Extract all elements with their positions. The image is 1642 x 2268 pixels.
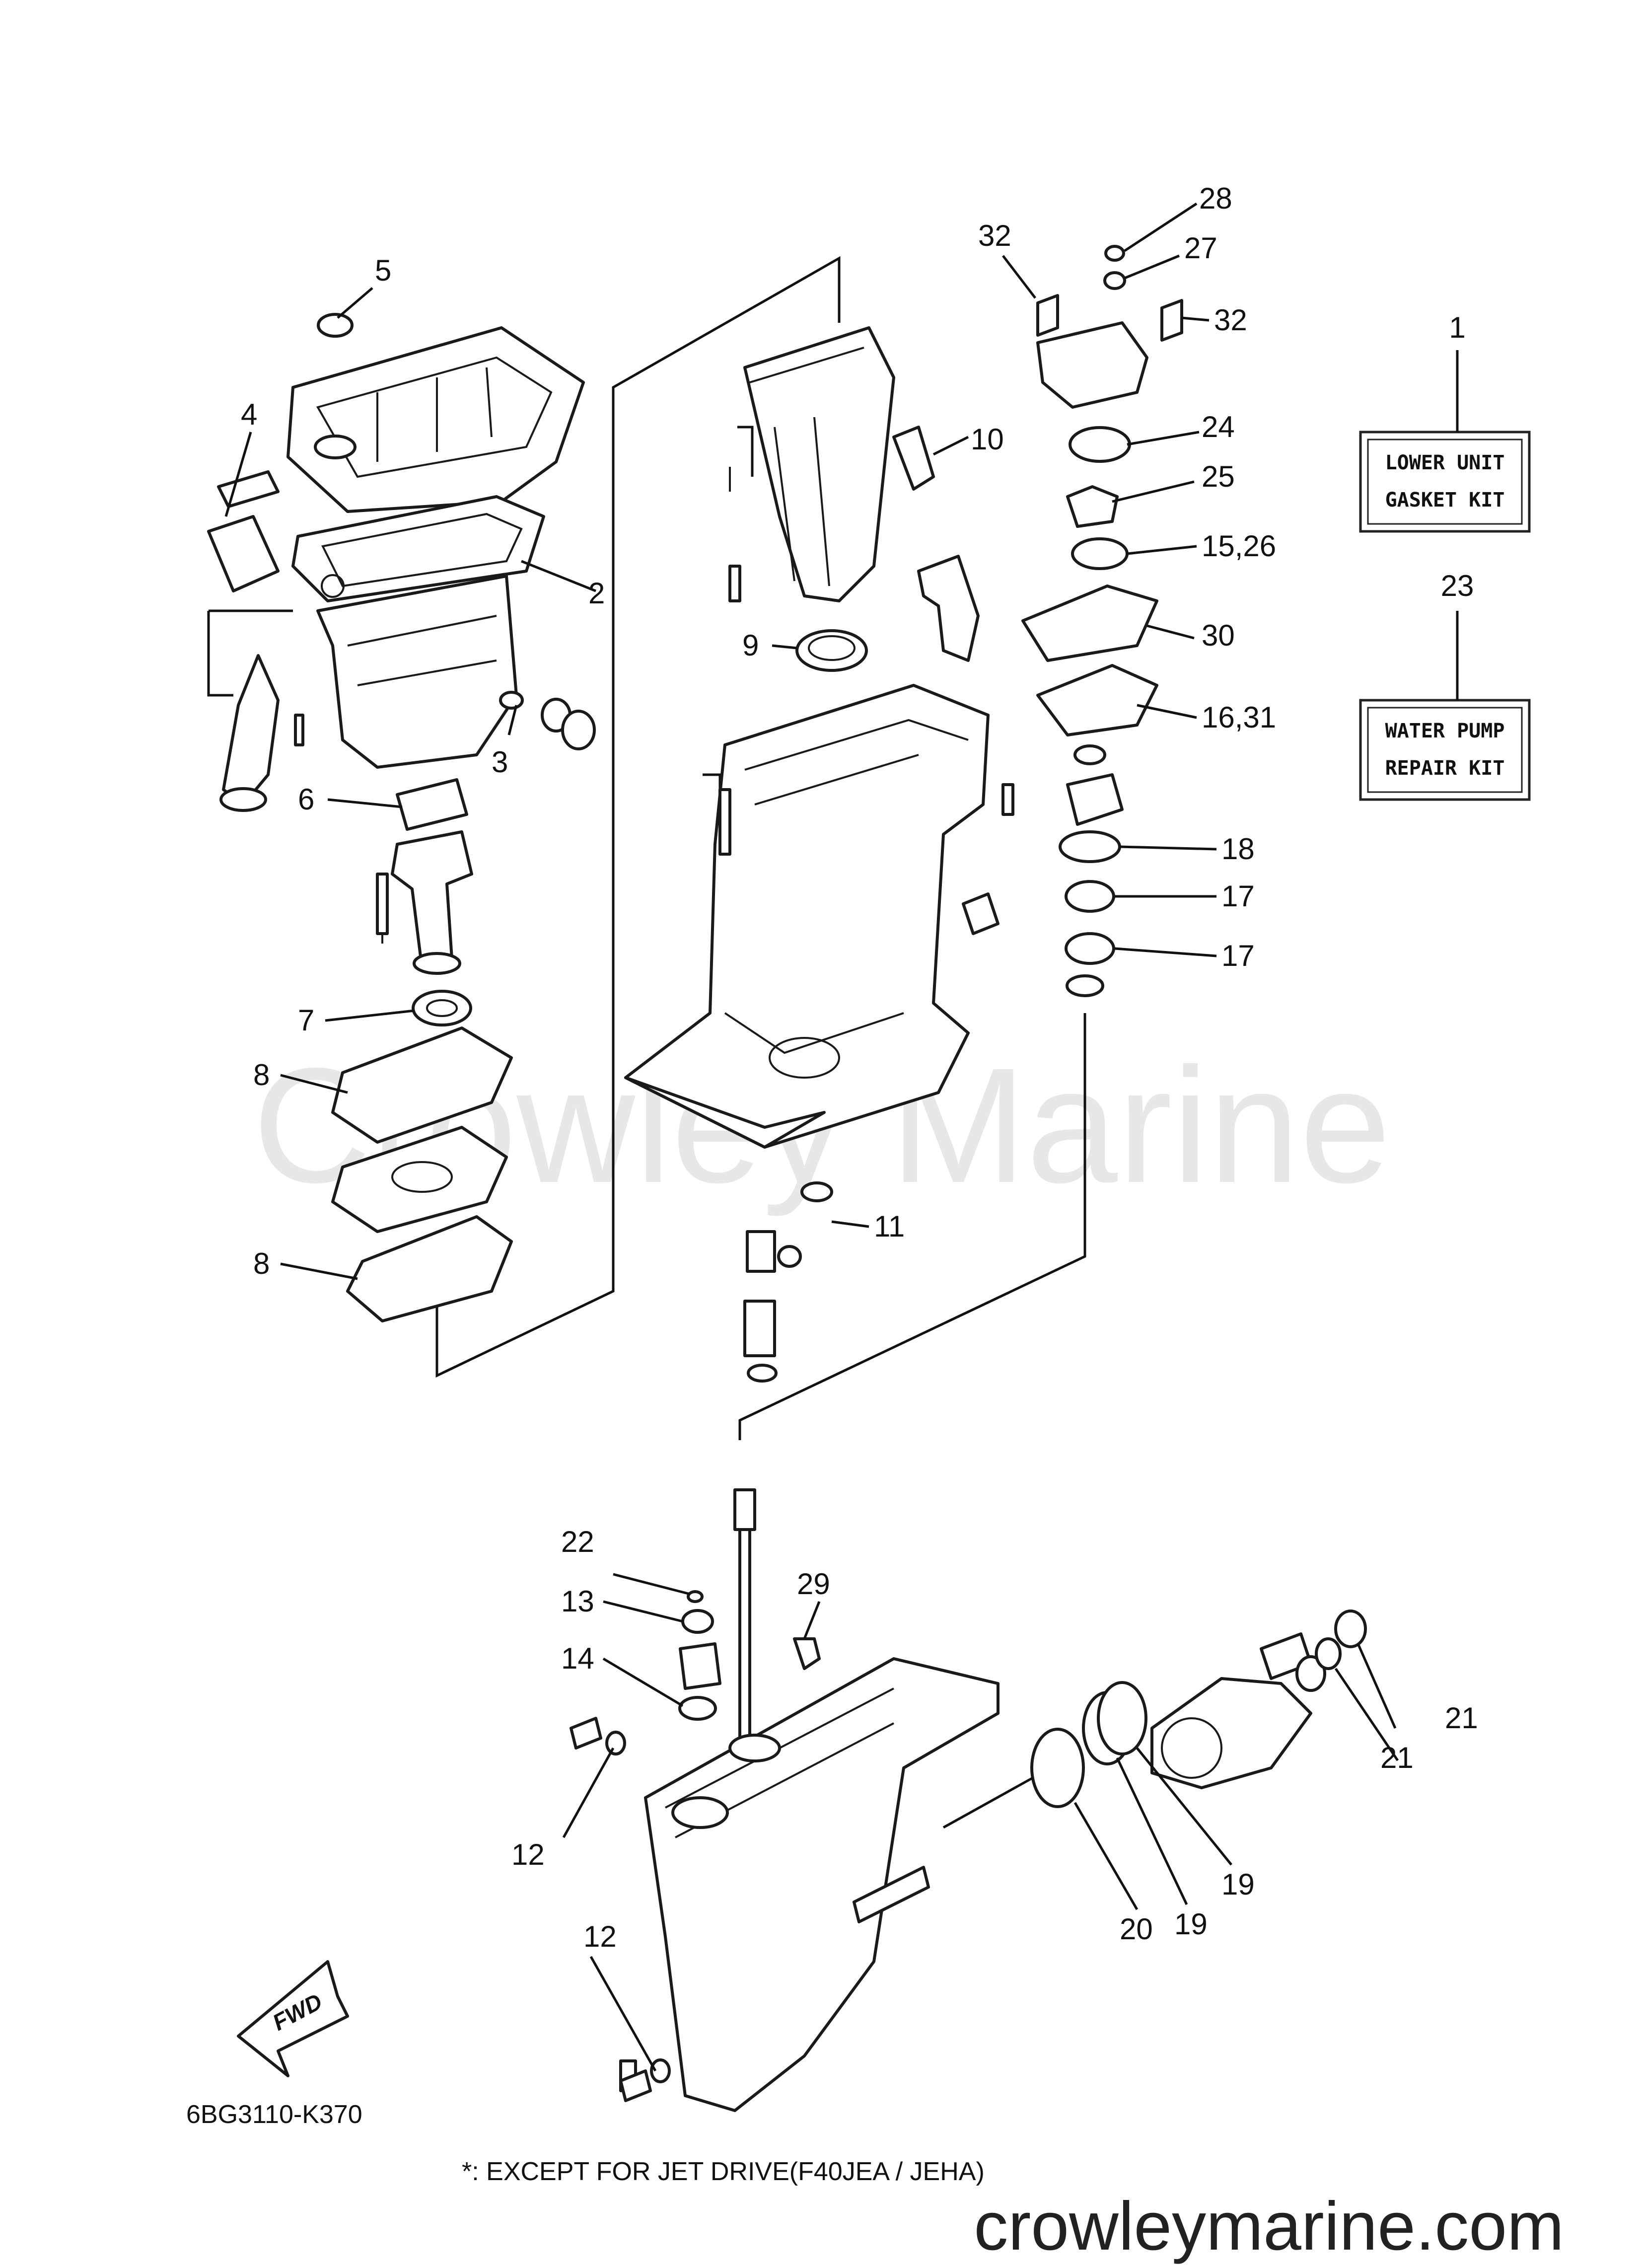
callout-numbers: 2 3 4 5 6 7 8 8 9 10 11 12 12 13 14 15,2… bbox=[241, 182, 1478, 1953]
kit-23-number: 23 bbox=[1441, 569, 1474, 602]
callout-30: 30 bbox=[1202, 619, 1235, 652]
callout-16-31: 16,31 bbox=[1202, 701, 1276, 734]
callout-17a: 17 bbox=[1221, 879, 1255, 913]
exhaust-pipe-left bbox=[207, 470, 280, 812]
kit-23-line1: WATER PUMP bbox=[1385, 720, 1505, 742]
callout-15-26: 15,26 bbox=[1202, 529, 1276, 563]
callout-11: 11 bbox=[874, 1210, 905, 1243]
kit-1-number: 1 bbox=[1449, 311, 1465, 344]
callout-12a: 12 bbox=[511, 1838, 545, 1871]
callout-5: 5 bbox=[375, 254, 391, 287]
callout-28: 28 bbox=[1199, 182, 1232, 215]
callout-19b: 19 bbox=[1221, 1868, 1255, 1901]
callout-29: 29 bbox=[797, 1567, 830, 1601]
callout-14: 14 bbox=[561, 1642, 594, 1675]
callout-4: 4 bbox=[241, 398, 257, 431]
bolts bbox=[294, 565, 1014, 935]
callout-27: 27 bbox=[1184, 231, 1217, 265]
seal-9 bbox=[795, 629, 868, 672]
callout-21a: 21 bbox=[1380, 1741, 1414, 1774]
shaft-bushings bbox=[743, 1181, 833, 1383]
callout-22: 22 bbox=[561, 1525, 594, 1558]
kit-box-lower-unit-gasket: LOWER UNIT GASKET KIT 1 bbox=[1359, 311, 1531, 533]
kit-1-line1: LOWER UNIT bbox=[1385, 451, 1505, 474]
gaskets-8 bbox=[331, 1026, 513, 1322]
callout-8b: 8 bbox=[253, 1247, 270, 1280]
callout-13: 13 bbox=[561, 1585, 594, 1618]
lower-gearcase bbox=[619, 1488, 999, 2112]
callout-17b: 17 bbox=[1221, 939, 1255, 972]
group-connection-lines bbox=[207, 256, 1086, 1440]
exhaust-guide bbox=[286, 313, 585, 513]
footnote: *: EXCEPT FOR JET DRIVE(F40JEA / JEHA) bbox=[462, 2157, 985, 2186]
callout-12b: 12 bbox=[583, 1920, 617, 1953]
water-pump-parts bbox=[1021, 245, 1183, 997]
callout-24: 24 bbox=[1202, 410, 1235, 443]
kit-23-line2: REPAIR KIT bbox=[1385, 757, 1505, 780]
callout-21b: 21 bbox=[1445, 1701, 1478, 1735]
callout-10: 10 bbox=[971, 423, 1004, 456]
callout-9: 9 bbox=[742, 629, 759, 662]
callout-8a: 8 bbox=[253, 1058, 270, 1092]
callout-7: 7 bbox=[298, 1004, 314, 1037]
upper-casing bbox=[729, 326, 935, 602]
diagram-code: 6BG3110-K370 bbox=[186, 2100, 362, 2129]
small-seals bbox=[678, 1590, 821, 1721]
jet-drive-housing bbox=[942, 1610, 1367, 1829]
callout-18: 18 bbox=[1221, 832, 1255, 866]
callout-32a: 32 bbox=[978, 219, 1011, 252]
water-tube-guide bbox=[381, 778, 473, 1026]
callout-2: 2 bbox=[588, 577, 605, 610]
callout-32b: 32 bbox=[1214, 303, 1247, 337]
kit-1-line2: GASKET KIT bbox=[1385, 489, 1505, 512]
website: crowleymarine.com bbox=[974, 2188, 1564, 2265]
callout-20: 20 bbox=[1120, 1912, 1153, 1946]
drain-plugs-12 bbox=[570, 1717, 671, 2102]
kit-box-water-pump-repair: WATER PUMP REPAIR KIT 23 bbox=[1359, 569, 1531, 801]
fwd-arrow-icon: FWD bbox=[237, 1960, 349, 2077]
callout-19a: 19 bbox=[1174, 1907, 1208, 1941]
callout-6: 6 bbox=[298, 783, 314, 816]
bracket bbox=[917, 555, 980, 662]
callout-25: 25 bbox=[1202, 460, 1235, 493]
callout-3: 3 bbox=[492, 745, 508, 779]
drive-shaft-housing bbox=[624, 684, 999, 1149]
oil-pan bbox=[316, 575, 596, 769]
gasket-2 bbox=[291, 495, 545, 602]
leader-lines bbox=[224, 202, 1399, 2072]
